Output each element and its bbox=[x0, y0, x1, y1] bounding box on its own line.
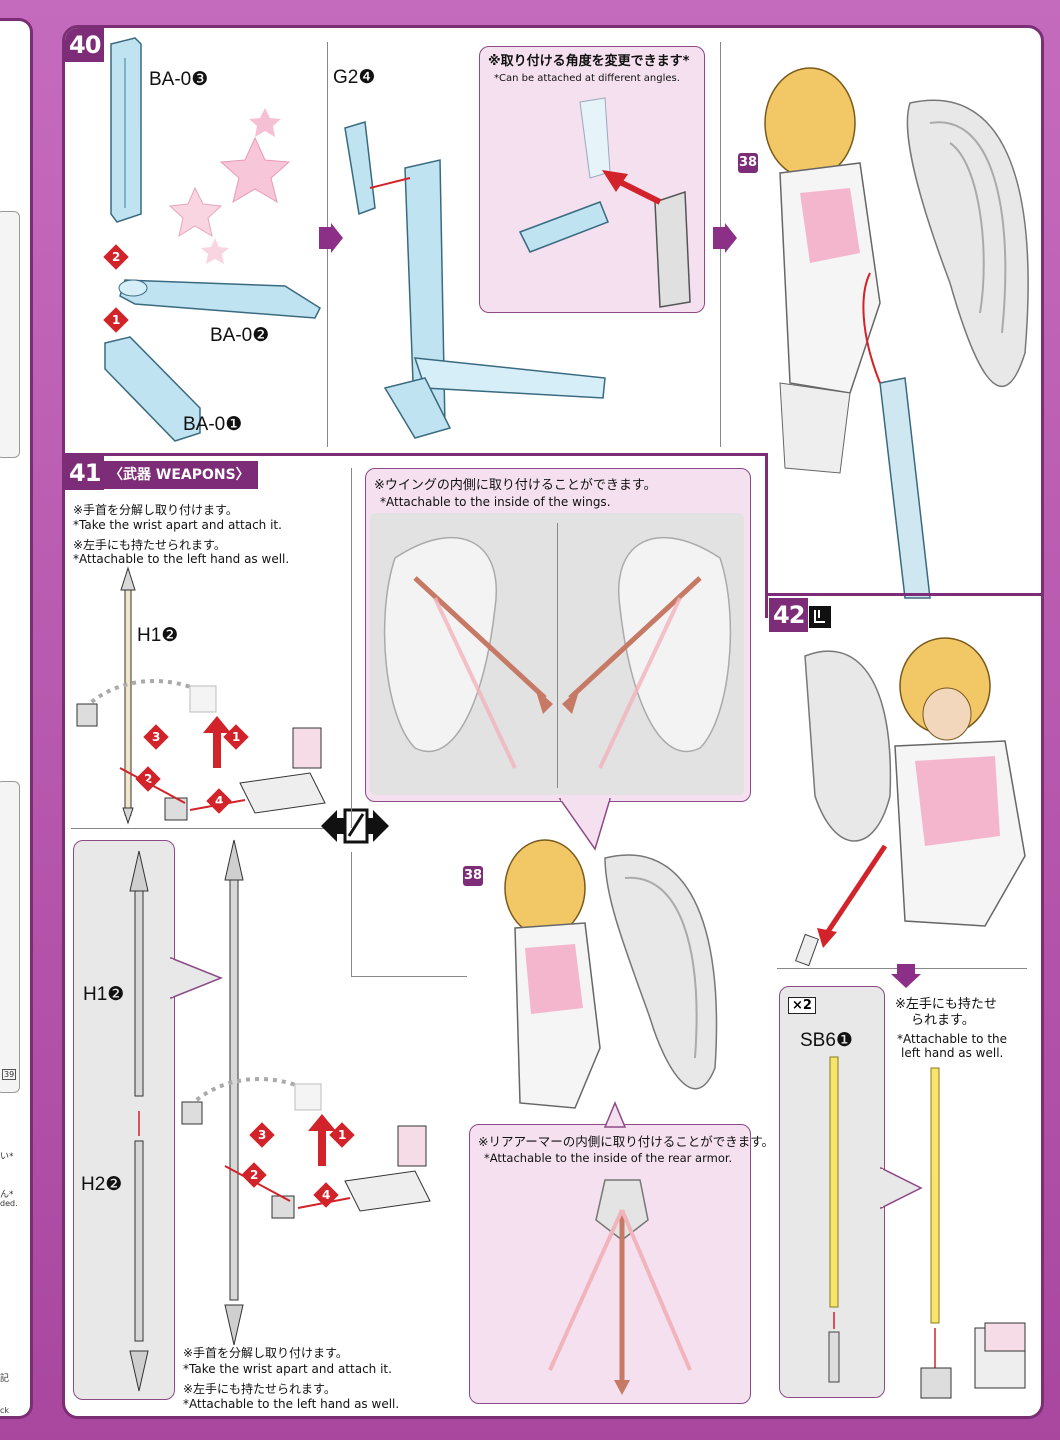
wrist-disassembly-illustration bbox=[181, 1077, 431, 1219]
instruction-page: 40 BA-0❸ 2 1 BA-0❷ BA-0❶ G2❹ ※取り付ける角度を変更… bbox=[62, 25, 1044, 1419]
prev-text: ded. bbox=[0, 1199, 18, 1208]
divider bbox=[351, 852, 352, 977]
prev-step-badge: 39 bbox=[2, 1069, 17, 1080]
note-en: *Take the wrist apart and attach it. bbox=[183, 1362, 392, 1376]
figure-ref-badge: 38 bbox=[463, 866, 483, 886]
note-en: *Attachable to the left hand as well. bbox=[183, 1397, 400, 1411]
rear-armor-staff-illustration bbox=[548, 1179, 692, 1395]
wing-mount-view bbox=[370, 513, 744, 795]
divider bbox=[71, 828, 351, 829]
base-part-ba02-illustration bbox=[118, 279, 321, 319]
right-wing-staff-illustration bbox=[562, 536, 732, 769]
prev-panel bbox=[0, 211, 20, 458]
wings-note-jp: ※ウイングの内側に取り付けることができます。 bbox=[374, 478, 657, 493]
prev-panel bbox=[0, 781, 20, 1093]
figure-holding-saber-illustration bbox=[794, 637, 1026, 967]
weapons-title: 〈武器 WEAPONS〉 bbox=[101, 461, 258, 489]
saber-in-hand-illustration bbox=[920, 1067, 1026, 1399]
wings-note-en: *Attachable to the inside of the wings. bbox=[380, 495, 611, 509]
rear-note-en: *Attachable to the inside of the rear ar… bbox=[484, 1151, 733, 1165]
step-41-frame bbox=[65, 453, 765, 1416]
rear-armor-panel: ※リアアーマーの内側に取り付けることができます。 *Attachable to … bbox=[469, 1124, 774, 1404]
angle-variation-illustration bbox=[518, 97, 691, 308]
part-label-g24: G2❹ bbox=[333, 67, 376, 88]
base-part-ba03-illustration bbox=[110, 37, 142, 223]
wrist-disassembly-illustration bbox=[76, 679, 326, 821]
note-jp: ※手首を分解し取り付けます。 bbox=[183, 1346, 348, 1360]
staff-parts-panel bbox=[73, 840, 175, 1400]
next-arrow-icon bbox=[319, 223, 343, 253]
part-label-h22: H2❷ bbox=[81, 1174, 123, 1195]
divider bbox=[351, 468, 352, 828]
divider bbox=[351, 976, 467, 977]
step-40-number: 40 bbox=[65, 28, 105, 62]
step-42-number: 42 bbox=[769, 598, 809, 632]
previous-page-edge: 39 い* ん* ded. 記 ck bbox=[0, 18, 33, 1419]
part-label-h12: H1❷ bbox=[137, 625, 179, 646]
figure-rear-armor-illustration bbox=[504, 839, 718, 1109]
left-hand-note-jp-2: られます。 bbox=[911, 1013, 975, 1028]
next-arrow-icon bbox=[713, 223, 737, 253]
staff-split-illustration bbox=[129, 850, 149, 1392]
step-41-number: 41 bbox=[65, 456, 105, 490]
divider bbox=[557, 523, 558, 788]
divider bbox=[765, 453, 768, 618]
quantity-badge: ×2 bbox=[788, 997, 816, 1014]
prev-text: ん* bbox=[0, 1190, 14, 1200]
note-en: *Take the wrist apart and attach it. bbox=[73, 518, 282, 532]
part-label-sb61: SB6❶ bbox=[800, 1030, 853, 1051]
figure-with-wings-illustration bbox=[764, 67, 1029, 599]
hand-icon bbox=[809, 606, 831, 628]
staff-h12-illustration bbox=[120, 566, 136, 825]
left-hand-note-en-1: *Attachable to the bbox=[897, 1032, 1008, 1046]
angle-note-panel: ※取り付ける角度を変更できます* *Can be attached at dif… bbox=[479, 46, 705, 313]
left-hand-note-jp-1: ※左手にも持たせ bbox=[895, 997, 997, 1012]
note-jp: ※手首を分解し取り付けます。 bbox=[73, 503, 238, 517]
saber-blade-illustration bbox=[828, 1056, 840, 1383]
saber-parts-panel: ×2 SB6❶ bbox=[779, 986, 885, 1398]
assembled-staff-illustration bbox=[224, 839, 244, 1346]
note-en: *Attachable to the left hand as well. bbox=[73, 552, 290, 566]
stand-assembly-illustration bbox=[344, 121, 606, 439]
angle-note-jp: ※取り付ける角度を変更できます* bbox=[488, 54, 690, 69]
angle-note-en: *Can be attached at different angles. bbox=[494, 73, 680, 84]
part-label-ba02: BA-0❷ bbox=[210, 325, 270, 346]
swap-icon bbox=[321, 808, 389, 844]
left-hand-note-en-2: left hand as well. bbox=[901, 1046, 1004, 1060]
note-jp: ※左手にも持たせられます。 bbox=[73, 538, 226, 552]
left-wing-staff-illustration bbox=[383, 536, 553, 769]
panel-pointer bbox=[879, 1166, 923, 1210]
part-label-ba01: BA-0❶ bbox=[183, 414, 243, 435]
down-arrow-icon bbox=[891, 964, 921, 988]
panel-pointer bbox=[558, 797, 612, 851]
part-label-ba03: BA-0❸ bbox=[149, 69, 209, 90]
stars-decoration bbox=[168, 108, 291, 264]
prev-text: ck bbox=[0, 1406, 10, 1415]
note-jp: ※左手にも持たせられます。 bbox=[183, 1382, 336, 1396]
order-badge: 2 bbox=[103, 244, 129, 270]
panel-pointer bbox=[603, 1101, 627, 1128]
base-part-ba01-illustration bbox=[104, 336, 201, 442]
panel-pointer bbox=[169, 956, 224, 1000]
wing-mount-panel: ※ウイングの内側に取り付けることができます。 *Attachable to th… bbox=[365, 468, 751, 802]
part-label-h12: H1❷ bbox=[83, 984, 125, 1005]
prev-text: い* bbox=[0, 1152, 14, 1162]
divider bbox=[768, 593, 1041, 596]
figure-ref-badge: 38 bbox=[738, 153, 758, 173]
rear-note-jp: ※リアアーマーの内側に取り付けることができます。 bbox=[478, 1134, 774, 1149]
prev-text: 記 bbox=[0, 1374, 10, 1384]
